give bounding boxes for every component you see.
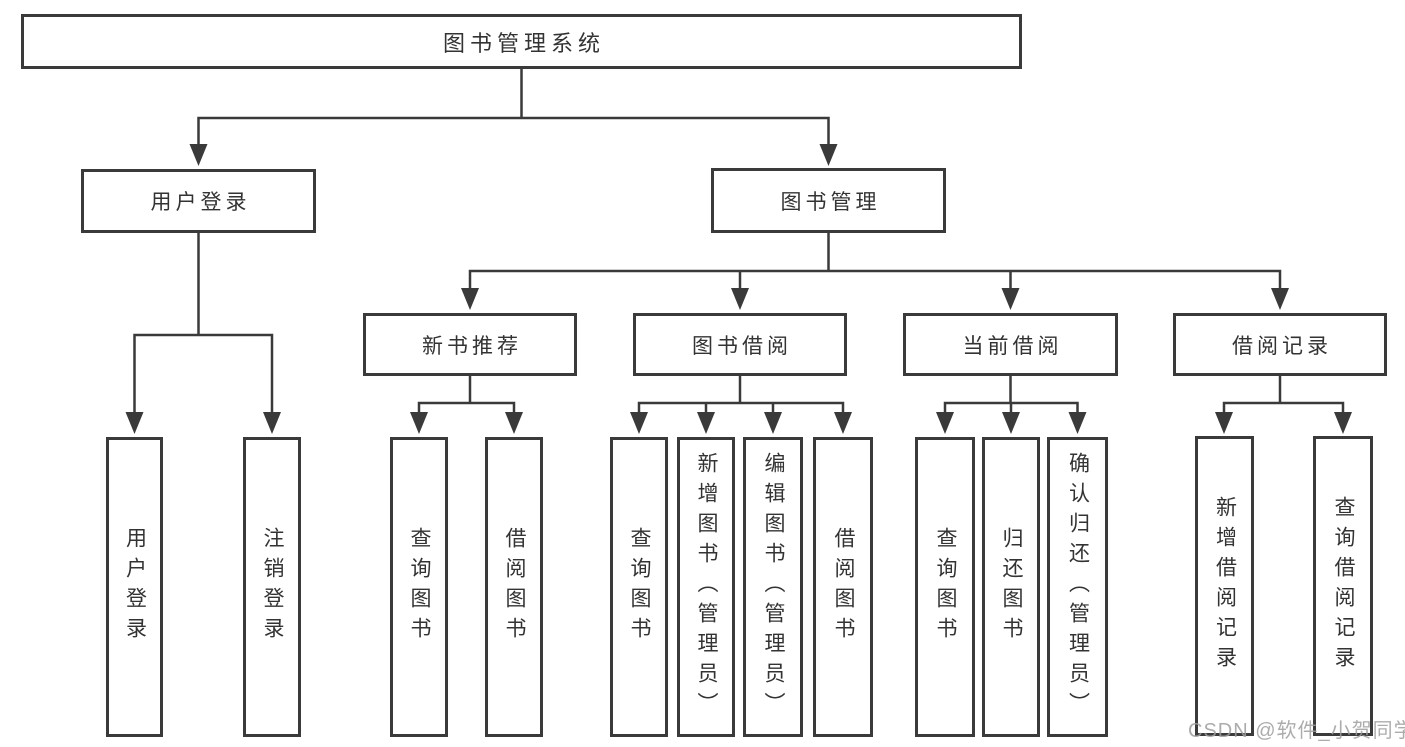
leaf-edit-books-admin-label: 编辑图书（管理员）: [762, 452, 785, 722]
leaf-query-borrow-record-label: 查询借阅记录: [1332, 496, 1355, 676]
leaf-query-books-current-label: 查询图书: [934, 527, 957, 647]
node-borrow-records-label: 借阅记录: [1232, 334, 1332, 358]
leaf-user-login: 用户登录: [106, 437, 163, 737]
leaf-query-borrow-record: 查询借阅记录: [1313, 436, 1373, 736]
node-new-book-recommend: 新书推荐: [363, 313, 577, 376]
leaf-query-books-recommend-label: 查询图书: [408, 527, 431, 647]
leaf-confirm-return-admin: 确认归还（管理员）: [1047, 437, 1108, 737]
leaf-add-books-admin-label: 新增图书（管理员）: [695, 452, 718, 722]
node-book-borrow: 图书借阅: [633, 313, 847, 376]
leaf-borrow-books-recommend: 借阅图书: [485, 437, 543, 737]
node-book-management-label: 图书管理: [780, 190, 881, 214]
leaf-add-borrow-record: 新增借阅记录: [1195, 436, 1254, 736]
leaf-borrow-books: 借阅图书: [813, 437, 873, 737]
leaf-query-books-borrow: 查询图书: [610, 437, 668, 737]
leaf-add-borrow-record-label: 新增借阅记录: [1213, 496, 1237, 676]
leaf-borrow-books-recommend-label: 借阅图书: [503, 527, 526, 647]
node-borrow-records: 借阅记录: [1173, 313, 1387, 376]
leaf-user-login-label: 用户登录: [123, 527, 147, 647]
node-root: 图书管理系统: [21, 14, 1022, 69]
leaf-query-books-borrow-label: 查询图书: [628, 527, 651, 647]
leaf-query-books-current: 查询图书: [915, 437, 975, 737]
leaf-return-books-label: 归还图书: [1000, 527, 1023, 647]
node-current-borrow: 当前借阅: [903, 313, 1118, 376]
node-root-label: 图书管理系统: [442, 30, 605, 56]
node-new-book-recommend-label: 新书推荐: [422, 334, 522, 358]
leaf-edit-books-admin: 编辑图书（管理员）: [743, 437, 803, 737]
leaf-return-books: 归还图书: [982, 437, 1040, 737]
watermark: CSDN @软件_小贺同学: [1188, 720, 1405, 742]
leaf-confirm-return-admin-label: 确认归还（管理员）: [1066, 452, 1090, 722]
node-user-login: 用户登录: [81, 169, 316, 233]
leaf-logout-login-label: 注销登录: [261, 527, 284, 647]
node-user-login-label: 用户登录: [150, 191, 251, 214]
leaf-query-books-recommend: 查询图书: [390, 437, 448, 737]
leaf-logout-login: 注销登录: [243, 437, 301, 737]
leaf-borrow-books-label: 借阅图书: [832, 527, 855, 647]
node-current-borrow-label: 当前借阅: [962, 334, 1063, 358]
leaf-add-books-admin: 新增图书（管理员）: [677, 437, 735, 737]
node-book-management: 图书管理: [711, 168, 946, 233]
node-book-borrow-label: 图书借阅: [692, 334, 792, 358]
